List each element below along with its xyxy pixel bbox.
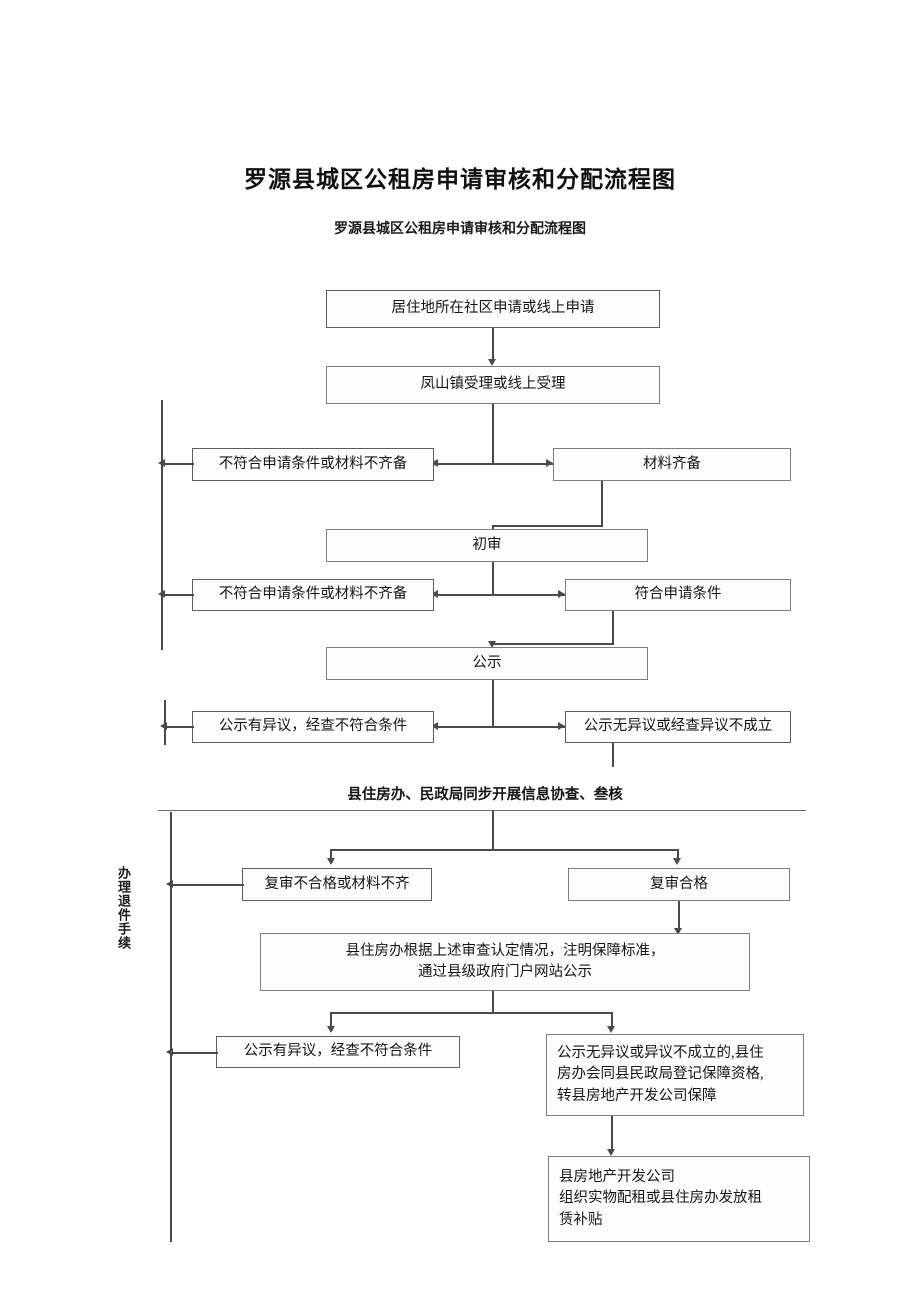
connector-bus-row3 — [434, 463, 556, 465]
connector-bus-row5 — [434, 594, 568, 596]
arrowhead-meets-conditions-in — [558, 590, 565, 598]
connector-notice-down — [492, 991, 494, 1013]
connector-first-review-down — [492, 562, 494, 596]
arrowhead-final-allocation-in — [607, 1149, 615, 1156]
node-review-fail: 复审不合格或材料不齐 — [242, 868, 432, 901]
node-housing-office-notice-label: 县住房办根据上述审查认定情况，注明保障标准， 通过县级政府门户网站公示 — [345, 942, 665, 980]
node-reject-materials: 不符合申请条件或材料不齐备 — [192, 448, 434, 481]
node-housing-office-notice: 县住房办根据上述审查认定情况，注明保障标准， 通过县级政府门户网站公示 — [260, 933, 750, 991]
connector-publicity-down — [492, 680, 494, 727]
arrowhead-return-bus-2 — [158, 590, 165, 598]
arrowhead-publicity-objection2-in — [327, 1026, 335, 1033]
connector-section2-left-drop — [330, 849, 332, 861]
connector-review-pass-down — [678, 901, 680, 931]
node-review-pass-label: 复审合格 — [650, 875, 708, 892]
node-register-guarantee: 公示无异议或异议不成立的,县住 房办会同县民政局登记保障资格, 转县房地产开发公… — [546, 1034, 804, 1116]
section2-divider — [158, 810, 806, 812]
page-title: 罗源县城区公租房申请审核和分配流程图 — [244, 167, 676, 192]
connector-publicity-objection-to-return — [166, 726, 194, 728]
connector-meets-conditions-down — [612, 611, 614, 644]
node-apply: 居住地所在社区申请或线上申请 — [326, 290, 660, 328]
node-publicity-label: 公示 — [472, 654, 502, 671]
arrowhead-return-bus-4 — [166, 880, 173, 888]
connector-section2-right-drop — [677, 849, 679, 861]
node-meets-conditions-label: 符合申请条件 — [634, 586, 722, 603]
arrowhead-publicity-in — [488, 641, 496, 648]
node-reject-materials-label: 不符合申请条件或材料不齐备 — [218, 455, 408, 472]
connector-section2-split — [330, 849, 678, 851]
node-review-pass: 复审合格 — [568, 868, 790, 901]
node-apply-label: 居住地所在社区申请或线上申请 — [391, 300, 595, 317]
node-first-review: 初审 — [326, 529, 648, 562]
node-publicity-objection-2: 公示有异议，经查不符合条件 — [216, 1036, 460, 1068]
connector-bus-row7 — [434, 726, 568, 728]
arrowhead-reject-first-review-in — [431, 590, 438, 598]
connector-publicity-objection2-to-return — [172, 1052, 218, 1054]
node-review-fail-label: 复审不合格或材料不齐 — [264, 875, 410, 892]
node-materials-ok-label: 材料齐备 — [643, 455, 701, 472]
node-reject-first-review-label: 不符合申请条件或材料不齐备 — [218, 586, 408, 603]
section2-caption: 县住房办、民政局同步开展信息协查、叁核 — [347, 787, 623, 803]
side-label-return-procedure: 办理退件手续 — [116, 866, 131, 950]
node-publicity-no-objection-label: 公示无异议或经查异议不成立 — [583, 718, 773, 735]
arrowhead-register-guarantee-in — [607, 1026, 615, 1033]
chart-subtitle: 罗源县城区公租房申请审核和分配流程图 — [334, 222, 586, 237]
connector-to-section2 — [612, 743, 614, 767]
arrowhead-review-fail-in — [327, 858, 335, 865]
node-accept: 凤山镇受理或线上受理 — [326, 366, 660, 404]
node-publicity-objection-label: 公示有异议，经查不符合条件 — [218, 718, 408, 735]
arrowhead-review-pass-in — [673, 858, 681, 865]
arrowhead-reject-materials-in — [431, 459, 438, 467]
connector-register-guarantee-down — [611, 1116, 613, 1152]
connector-notice-split — [330, 1012, 612, 1014]
node-materials-ok: 材料齐备 — [553, 448, 791, 481]
connector-reject-materials-to-return — [162, 463, 194, 465]
arrowhead-publicity-objection-in — [431, 722, 438, 730]
connector-accept-down — [492, 404, 494, 464]
arrowhead-return-bus-5 — [166, 1048, 173, 1056]
node-first-review-label: 初审 — [472, 536, 502, 553]
connector-materials-ok-to-review — [492, 525, 603, 527]
node-publicity-objection: 公示有异议，经查不符合条件 — [192, 711, 434, 743]
connector-reject-first-review-to-return — [162, 594, 194, 596]
node-accept-label: 凤山镇受理或线上受理 — [420, 376, 566, 393]
node-meets-conditions: 符合申请条件 — [565, 579, 791, 611]
return-bus-section2 — [170, 812, 172, 1242]
node-publicity-objection-2-label: 公示有异议，经查不符合条件 — [243, 1043, 433, 1060]
node-publicity-no-objection: 公示无异议或经查异议不成立 — [565, 711, 791, 743]
connector-section2-down — [492, 810, 494, 850]
node-reject-first-review: 不符合申请条件或材料不齐备 — [192, 579, 434, 611]
connector-notice-left-drop — [330, 1012, 332, 1030]
connector-review-fail-to-return — [172, 884, 244, 886]
node-final-allocation-label: 县房地产开发公司 组织实物配租或县住房办发放租 赁补贴 — [559, 1169, 762, 1228]
node-final-allocation: 县房地产开发公司 组织实物配租或县住房办发放租 赁补贴 — [548, 1156, 810, 1242]
return-bus-section1 — [161, 400, 163, 650]
return-stub-section1b — [164, 700, 166, 745]
connector-apply-to-accept — [492, 328, 494, 361]
connector-notice-right-drop — [611, 1012, 613, 1030]
arrowhead-publicity-no-objection-in — [558, 722, 565, 730]
arrowhead-return-bus-3 — [160, 722, 167, 730]
arrowhead-accept-in — [488, 359, 496, 366]
node-publicity: 公示 — [326, 647, 648, 680]
connector-meets-conditions-to-publicity — [492, 643, 614, 645]
connector-materials-ok-down — [601, 481, 603, 526]
arrowhead-housing-office-notice-in — [674, 928, 682, 935]
arrowhead-materials-ok-in — [546, 459, 553, 467]
node-register-guarantee-label: 公示无异议或异议不成立的,县住 房办会同县民政局登记保障资格, 转县房地产开发公… — [557, 1045, 764, 1104]
